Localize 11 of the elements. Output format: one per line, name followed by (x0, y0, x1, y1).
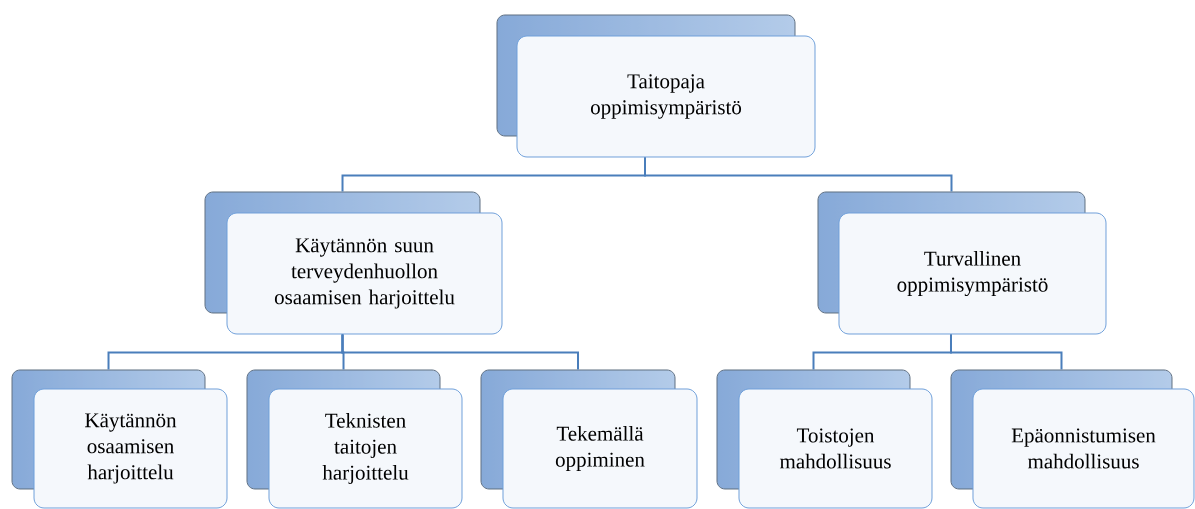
org-box: Turvallinen oppimisympäristö (817, 191, 1107, 335)
org-box: Toistojen mahdollisuus (716, 369, 933, 509)
org-box: Käytännön osaamisen harjoittelu (11, 369, 228, 509)
org-box: Taitopaja oppimisympäristö (496, 14, 816, 158)
org-box: Käytännön suun terveydenhuollon osaamisen harjoittelu (204, 191, 503, 335)
org-box: Tekemällä oppiminen (480, 369, 698, 509)
connector-line (644, 156, 953, 193)
connector-line (341, 333, 579, 371)
org-box: Teknisten taitojen harjoittelu (246, 369, 463, 509)
org-box: Epäonnistumisen mahdollisuus (950, 369, 1195, 509)
connector-line (950, 333, 1063, 371)
